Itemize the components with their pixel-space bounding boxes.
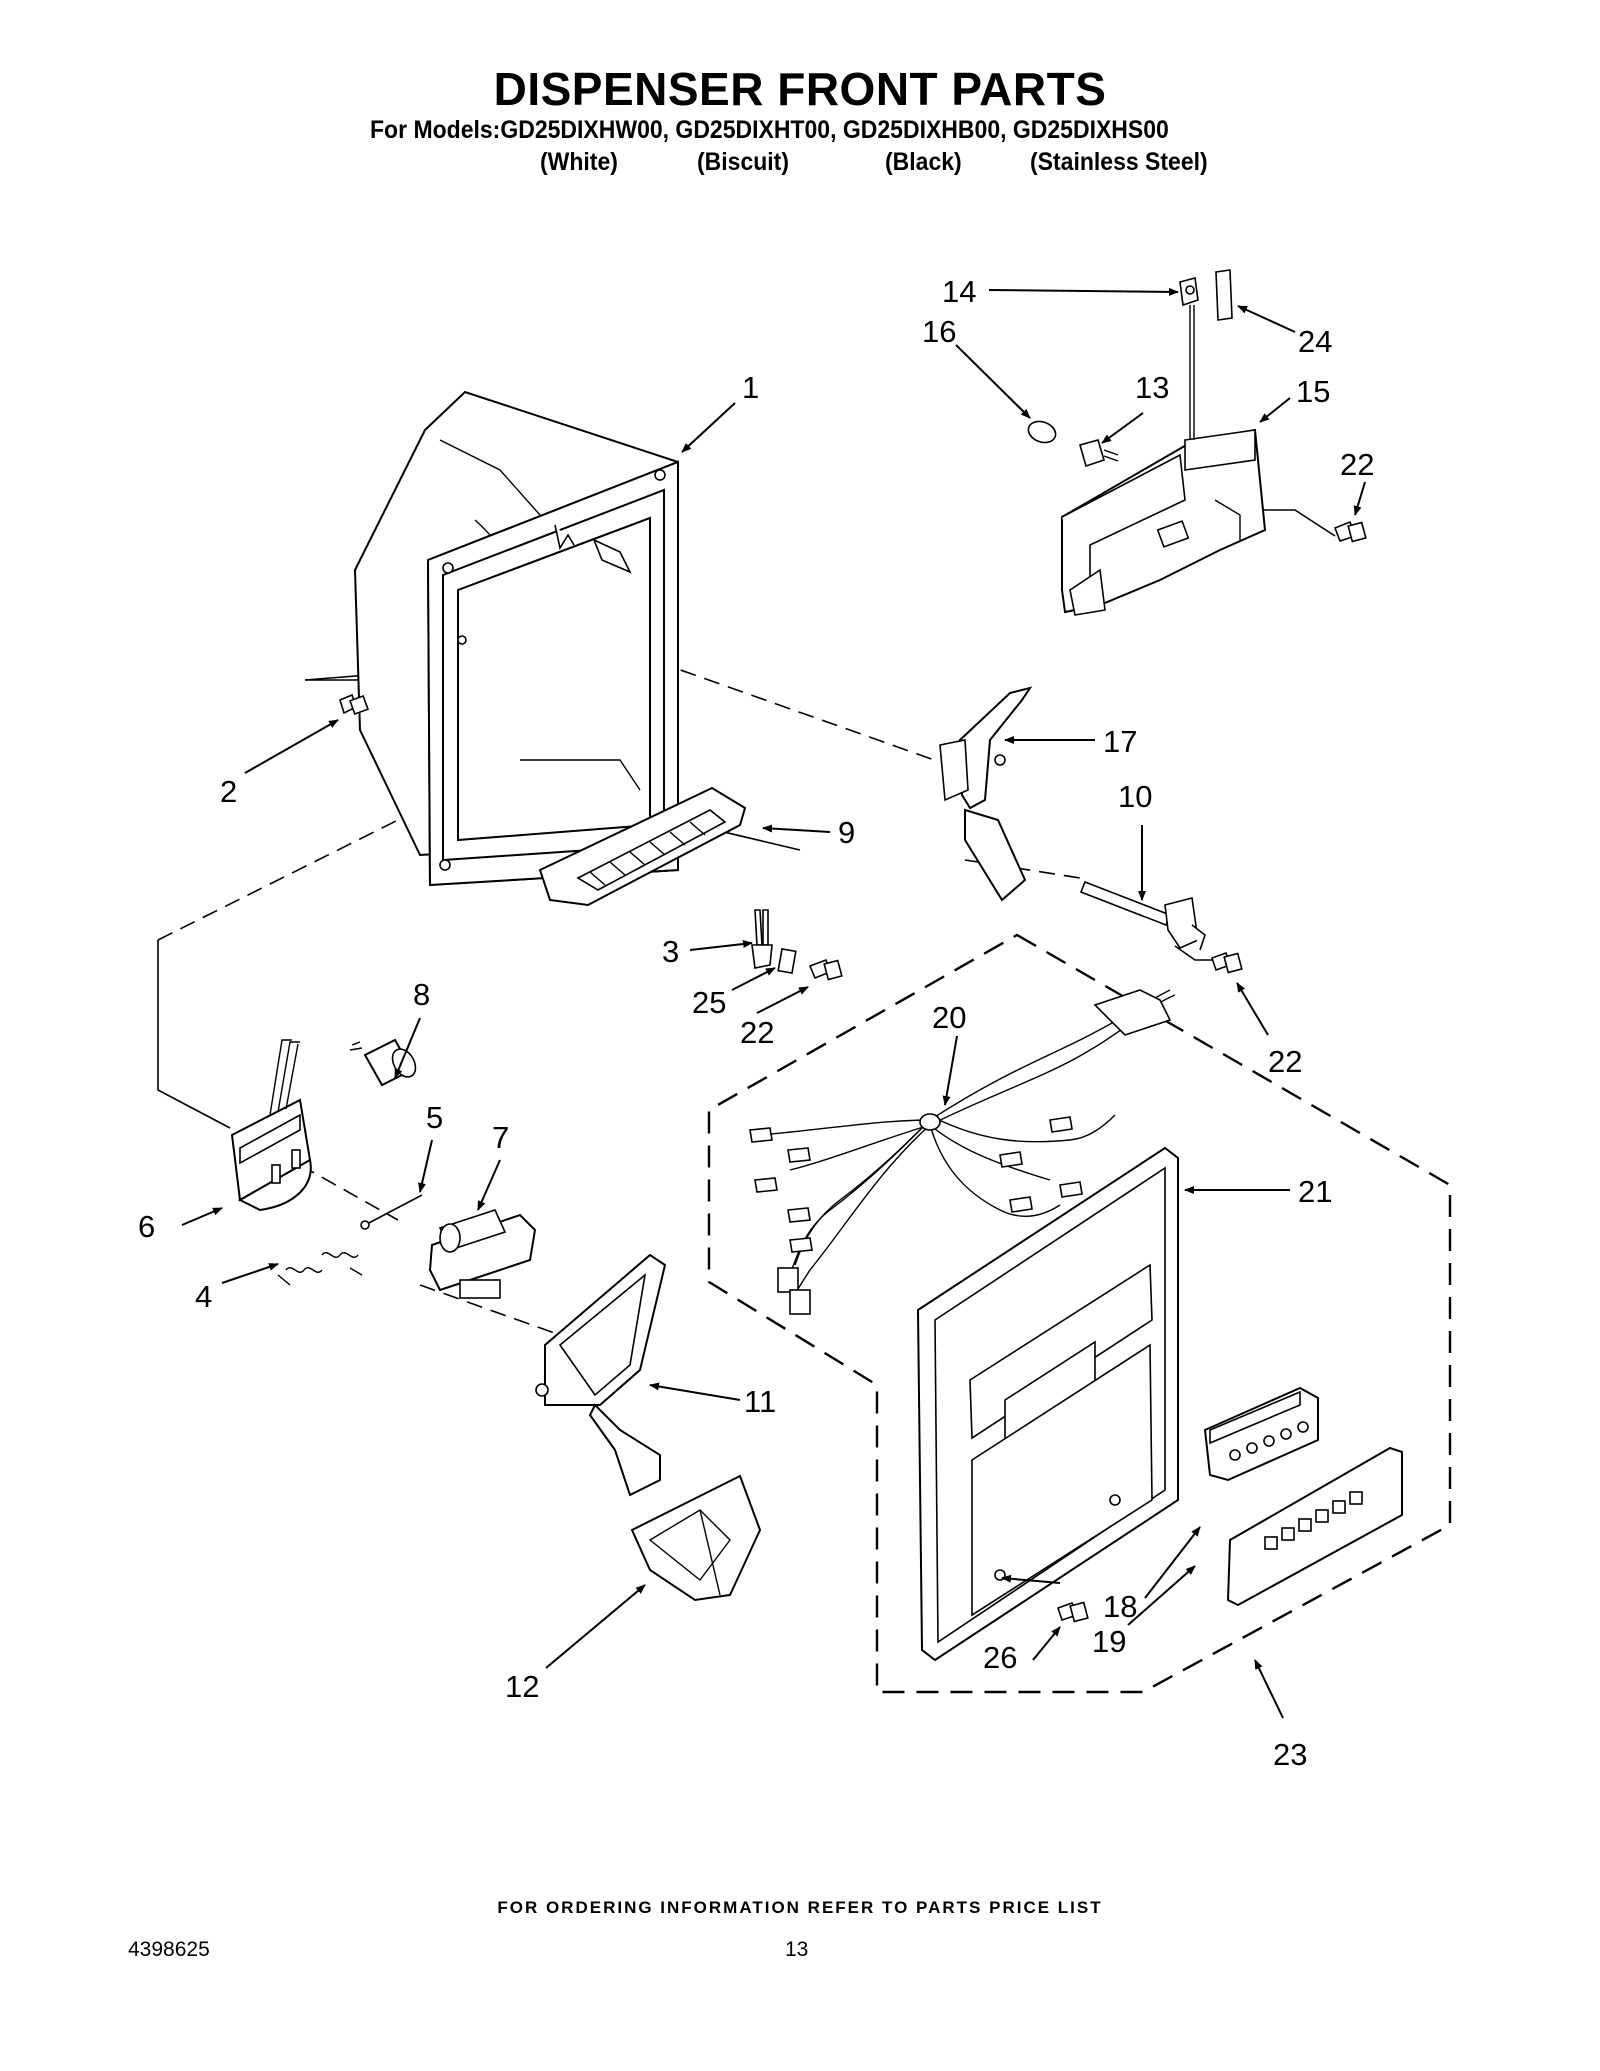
leader-lines xyxy=(181,287,1366,1719)
part-9-chute-door xyxy=(538,786,747,907)
color-biscuit: (Biscuit) xyxy=(697,148,789,176)
part-20-wire-harness xyxy=(749,989,1176,1315)
part-6-module xyxy=(230,1039,312,1212)
callout-16: 16 xyxy=(922,314,956,349)
part-4-springs xyxy=(277,1252,363,1286)
callout-1: 1 xyxy=(742,370,759,405)
part-1-dispenser-housing xyxy=(353,390,679,887)
part-2-screw xyxy=(339,693,369,715)
ordering-note: FOR ORDERING INFORMATION REFER TO PARTS … xyxy=(497,1898,1103,1917)
callout-2: 2 xyxy=(220,774,237,809)
part-14-micro-switch xyxy=(1179,276,1199,440)
callout-20: 20 xyxy=(932,1000,966,1035)
callout-19: 19 xyxy=(1092,1624,1126,1659)
part-11-actuator-arm xyxy=(535,1253,667,1497)
callout-22-center: 22 xyxy=(740,1015,774,1050)
callout-17: 17 xyxy=(1103,724,1137,759)
models-line: For Models:GD25DIXHW00, GD25DIXHT00, GD2… xyxy=(370,116,1169,144)
callout-8: 8 xyxy=(413,977,430,1012)
callout-4: 4 xyxy=(195,1279,212,1314)
part-13-socket xyxy=(1079,439,1119,468)
part-5-pin xyxy=(360,1194,423,1230)
callout-12: 12 xyxy=(505,1669,539,1704)
callout-21: 21 xyxy=(1298,1174,1332,1209)
part-18-control-board xyxy=(1203,1386,1319,1482)
page-number: 13 xyxy=(785,1938,809,1961)
assembly-23-boundary xyxy=(707,933,1452,1694)
callout-6: 6 xyxy=(138,1209,155,1244)
part-21-front-panel xyxy=(916,1146,1179,1662)
callout-22-upper-right: 22 xyxy=(1340,447,1374,482)
part-25-insulator xyxy=(777,948,797,974)
color-black: (Black) xyxy=(885,148,962,176)
page-title: DISPENSER FRONT PARTS xyxy=(493,63,1107,115)
part-12-funnel xyxy=(630,1474,762,1602)
callout-10: 10 xyxy=(1118,779,1152,814)
color-stainless-steel: (Stainless Steel) xyxy=(1030,148,1208,176)
part-19-control-overlay xyxy=(1226,1446,1403,1607)
part-15-control-housing xyxy=(1061,428,1267,616)
part-24-insulator xyxy=(1215,269,1233,321)
part-26-screw xyxy=(1056,1601,1089,1623)
part-8-cylinder xyxy=(349,1038,417,1087)
part-16-bulb xyxy=(1027,420,1057,444)
callout-7: 7 xyxy=(492,1120,509,1155)
callout-numbers: 1 2 3 4 5 6 7 8 9 10 11 12 13 14 15 16 1… xyxy=(138,274,1374,1772)
callout-24: 24 xyxy=(1298,324,1332,359)
callout-15: 15 xyxy=(1296,374,1330,409)
part-10-lever-pin xyxy=(1079,880,1206,951)
callout-25: 25 xyxy=(692,985,726,1020)
document-number: 4398625 xyxy=(128,1938,210,1961)
callout-3: 3 xyxy=(662,934,679,969)
callout-26: 26 xyxy=(983,1640,1017,1675)
part-17-dispenser-lever xyxy=(939,686,1033,902)
callout-18: 18 xyxy=(1103,1589,1137,1624)
part-22-screw-a xyxy=(808,958,843,981)
callout-22-right: 22 xyxy=(1268,1044,1302,1079)
color-white: (White) xyxy=(540,148,618,176)
callout-14: 14 xyxy=(942,274,976,309)
callout-11: 11 xyxy=(744,1384,776,1419)
part-22-screw-c xyxy=(1333,520,1367,543)
callout-5: 5 xyxy=(426,1100,443,1135)
part-3-switch xyxy=(751,909,773,969)
callout-23: 23 xyxy=(1273,1737,1307,1772)
callout-13: 13 xyxy=(1135,370,1169,405)
part-22-screw-b xyxy=(1210,951,1243,974)
part-7-bracket xyxy=(428,1209,537,1299)
callout-9: 9 xyxy=(838,815,855,850)
